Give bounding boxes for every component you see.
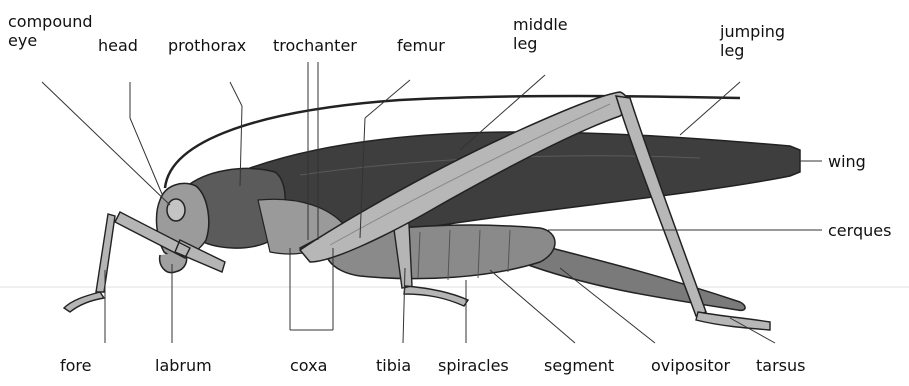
label-tarsus: tarsus bbox=[756, 356, 805, 375]
compound-eye-shape bbox=[167, 199, 185, 221]
label-cerques: cerques bbox=[828, 221, 891, 240]
label-head: head bbox=[98, 36, 138, 55]
label-tibia: tibia bbox=[376, 356, 411, 375]
label-spiracles: spiracles bbox=[438, 356, 509, 375]
label-jumping-leg: jumping leg bbox=[720, 22, 790, 60]
label-femur: femur bbox=[397, 36, 445, 55]
label-compound-eye: compound eye bbox=[8, 12, 88, 50]
label-coxa: coxa bbox=[290, 356, 327, 375]
label-labrum: labrum bbox=[155, 356, 212, 375]
label-ovipositor: ovipositor bbox=[651, 356, 730, 375]
label-trochanter: trochanter bbox=[273, 36, 357, 55]
label-segment: segment bbox=[544, 356, 614, 375]
label-fore: fore bbox=[60, 356, 92, 375]
label-middle-leg: middle leg bbox=[513, 15, 573, 53]
label-wing: wing bbox=[828, 152, 866, 171]
label-prothorax: prothorax bbox=[168, 36, 246, 55]
ovipositor-shape bbox=[520, 240, 745, 310]
